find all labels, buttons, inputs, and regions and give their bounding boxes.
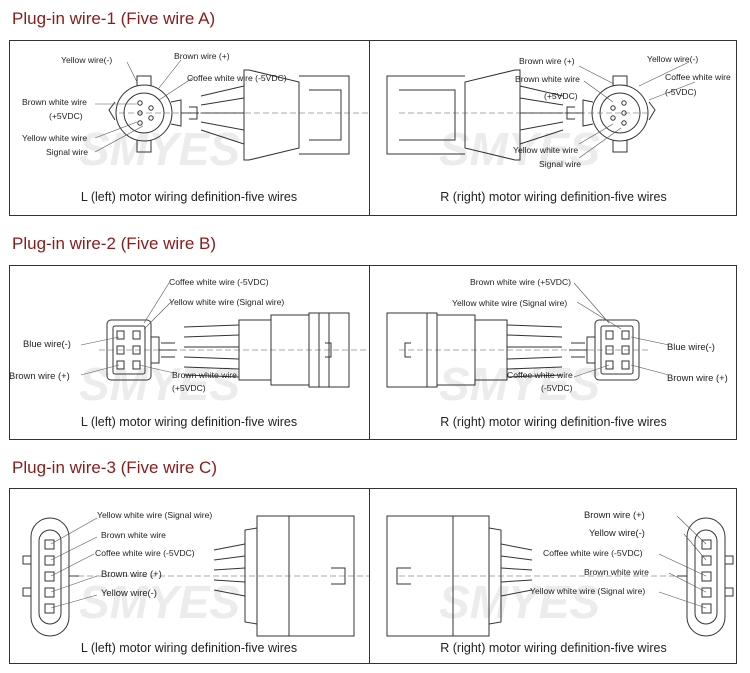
label-brown-white-wire-r: Brown white wire [515, 74, 580, 84]
label-brown-wire-3r: Brown wire (+) [584, 509, 645, 520]
caption-right-1: R (right) motor wiring definition-five w… [440, 190, 667, 204]
label-brown-wire-2r: Brown wire (+) [667, 372, 728, 383]
label-brown-white-wire-3r: Brown white wire [584, 567, 649, 577]
label-brown-white-wire: Brown white wire [22, 97, 87, 107]
diagram-panel-2 [9, 265, 737, 440]
label-signal-wire-r: Signal wire [539, 159, 581, 169]
left-leader-lines-1 [94, 59, 369, 153]
label-brown-white-wire-2: Brown white wire [172, 370, 237, 380]
label-yellow-white-wire-2r: Yellow white wire (Signal wire) [452, 298, 567, 308]
label-yellow-wire-3: Yellow wire(-) [101, 587, 157, 598]
label-blue-wire-2: Blue wire(-) [23, 338, 71, 349]
label-coffee-white-voltage-2r: (-5VDC) [541, 383, 573, 393]
label-coffee-white-wire-2: Coffee white wire (-5VDC) [169, 277, 269, 287]
diagram-panel-1 [9, 40, 737, 216]
label-coffee-white-voltage-r: (-5VDC) [665, 87, 697, 97]
label-signal-wire: Signal wire [46, 147, 88, 157]
left-oval-connector [22, 515, 355, 637]
label-brown-wire-r: Brown wire (+) [519, 56, 575, 66]
label-yellow-white-wire: Yellow white wire [22, 133, 87, 143]
label-yellow-wire-3r: Yellow wire(-) [589, 527, 645, 538]
caption-right-3: R (right) motor wiring definition-five w… [440, 641, 667, 655]
label-yellow-white-wire-r: Yellow white wire [513, 145, 578, 155]
section-title-2: Plug-in wire-2 (Five wire B) [12, 234, 217, 253]
label-brown-wire-2: Brown wire (+) [9, 370, 70, 381]
wiring-diagram-3: SMYES SMYES Yellow white wire (Signal wi… [22, 509, 734, 637]
label-coffee-white-wire: Coffee white wire (-5VDC) [187, 73, 287, 83]
left-leader-lines-3 [50, 517, 369, 609]
label-yellow-white-wire-2: Yellow white wire (Signal wire) [169, 297, 284, 307]
svg-text:SMYES: SMYES [79, 358, 240, 410]
section-title-1: Plug-in wire-1 (Five wire A) [12, 9, 216, 28]
svg-text:SMYES: SMYES [439, 576, 600, 628]
label-yellow-wire-r: Yellow wire(-) [647, 54, 698, 64]
label-coffee-white-wire-2r: Coffee white wire [507, 370, 573, 380]
right-leader-lines-2 [399, 282, 670, 378]
right-leader-lines-1 [399, 61, 696, 159]
section-title-3: Plug-in wire-3 (Five wire C) [12, 458, 217, 477]
left-square-connector [106, 312, 350, 388]
left-leader-lines-2 [80, 282, 369, 376]
label-coffee-white-wire-3: Coffee white wire (-5VDC) [95, 548, 195, 558]
svg-text:SMYES: SMYES [439, 358, 600, 410]
label-brown-white-wire-3: Brown white wire [101, 530, 166, 540]
svg-text:SMYES: SMYES [79, 123, 240, 175]
label-brown-white-wire-2r: Brown white wire (+5VDC) [470, 277, 571, 287]
caption-left-2: L (left) motor wiring definition-five wi… [80, 415, 298, 429]
label-yellow-white-wire-3: Yellow white wire (Signal wire) [97, 510, 212, 520]
label-blue-wire-2r: Blue wire(-) [667, 341, 715, 352]
diagram-panel-3 [9, 488, 737, 664]
label-brown-white-voltage-2: (+5VDC) [172, 383, 206, 393]
label-brown-wire-3: Brown wire (+) [101, 568, 162, 579]
label-brown-wire: Brown wire (+) [174, 51, 230, 61]
label-coffee-white-wire-r: Coffee white wire [665, 72, 731, 82]
label-yellow-wire: Yellow wire(-) [61, 55, 112, 65]
wiring-diagram-2: SMYES SMYES Coffee white wire (-5VDC) Ye… [9, 277, 728, 410]
label-yellow-white-wire-3r: Yellow white wire (Signal wire) [530, 586, 645, 596]
watermark-3: SMYES SMYES [79, 576, 600, 628]
label-brown-white-voltage: (+5VDC) [49, 111, 83, 121]
caption-left-3: L (left) motor wiring definition-five wi… [80, 641, 298, 655]
right-leader-lines-3 [399, 515, 707, 609]
panel-divider-2 [369, 265, 370, 440]
left-round-connector [108, 69, 350, 161]
label-brown-white-voltage-r: (+5VDC) [544, 91, 578, 101]
svg-text:SMYES: SMYES [79, 576, 240, 628]
panel-divider-3 [369, 488, 370, 664]
panel-divider-1 [369, 40, 370, 216]
watermark-2: SMYES SMYES [79, 358, 600, 410]
label-coffee-white-wire-3r: Coffee white wire (-5VDC) [543, 548, 643, 558]
wiring-diagram-1: SMYES SMYES Yellow wire(-) Brown wire (+… [22, 51, 731, 175]
caption-right-2: R (right) motor wiring definition-five w… [440, 415, 667, 429]
caption-left-1: L (left) motor wiring definition-five wi… [80, 190, 298, 204]
